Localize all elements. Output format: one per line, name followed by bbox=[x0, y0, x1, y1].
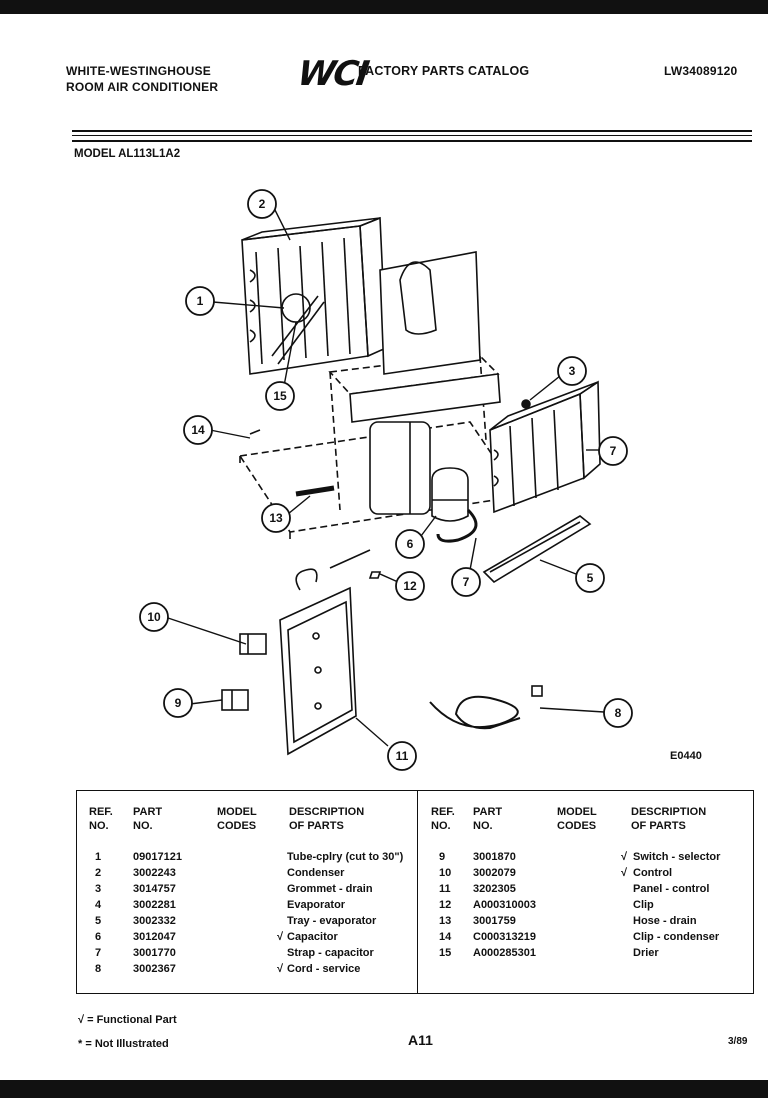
callout-10: 10 bbox=[147, 610, 161, 624]
catalog-number: LW34089120 bbox=[664, 64, 738, 78]
condenser-coil bbox=[241, 216, 387, 375]
callout-6: 6 bbox=[407, 537, 414, 551]
header-rule-bottom bbox=[72, 140, 752, 142]
page-number: A11 bbox=[408, 1032, 433, 1048]
header-rule-mid bbox=[72, 135, 752, 136]
callout-8: 8 bbox=[615, 706, 622, 720]
callout-5: 5 bbox=[587, 571, 594, 585]
brand-line-2: ROOM AIR CONDITIONER bbox=[66, 80, 219, 94]
callout-15: 15 bbox=[273, 389, 287, 403]
header-model-right: MODEL CODES bbox=[557, 806, 597, 832]
header-part-left: PART NO. bbox=[133, 806, 163, 832]
catalog-title: FACTORY PARTS CATALOG bbox=[358, 64, 530, 78]
table-divider bbox=[417, 791, 419, 993]
brand-line-1: WHITE-WESTINGHOUSE bbox=[66, 64, 211, 78]
callout-7-lower: 7 bbox=[463, 575, 470, 589]
header-desc-right: DESCRIPTION OF PARTS bbox=[631, 806, 707, 832]
callout-2: 2 bbox=[259, 197, 266, 211]
model-number: MODEL AL113L1A2 bbox=[74, 148, 181, 160]
legend-functional-part: √ = Functional Part bbox=[78, 1014, 177, 1026]
control-panel bbox=[279, 549, 371, 756]
bottom-border-band bbox=[0, 1080, 768, 1098]
callout-14: 14 bbox=[191, 423, 205, 437]
callout-1: 1 bbox=[197, 294, 204, 308]
callout-3: 3 bbox=[569, 364, 576, 378]
diagram-code: E0440 bbox=[670, 750, 702, 762]
exploded-parts-diagram: 2 1 15 3 14 7 13 6 7 5 12 10 9 8 11 bbox=[139, 189, 633, 771]
catalog-date: 3/89 bbox=[728, 1036, 748, 1047]
callout-13: 13 bbox=[269, 511, 283, 525]
callout-7-upper: 7 bbox=[610, 444, 617, 458]
header-model-left: MODEL CODES bbox=[217, 806, 257, 832]
header-part-right: PART NO. bbox=[473, 806, 503, 832]
callout-9: 9 bbox=[175, 696, 182, 710]
evaporator-coil bbox=[489, 380, 601, 514]
callout-12: 12 bbox=[403, 579, 417, 593]
header-ref-right: REF. NO. bbox=[431, 806, 455, 832]
header-rule-top bbox=[72, 130, 752, 132]
header-ref-left: REF. NO. bbox=[89, 806, 113, 832]
callout-11: 11 bbox=[396, 749, 409, 763]
parts-table: REF. NO. PART NO. MODEL CODES DESCRIPTIO… bbox=[76, 790, 754, 994]
legend-not-illustrated: * = Not Illustrated bbox=[78, 1038, 169, 1050]
top-border-band bbox=[0, 0, 768, 14]
header-desc-left: DESCRIPTION OF PARTS bbox=[289, 806, 365, 832]
